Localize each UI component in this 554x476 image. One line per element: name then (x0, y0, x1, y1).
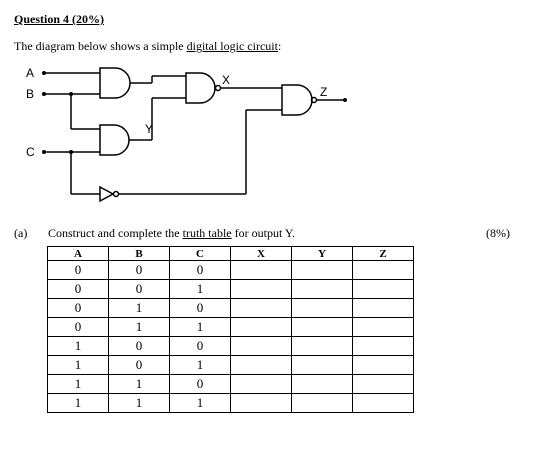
cell-a: 0 (47, 317, 109, 337)
cell-a: 1 (47, 336, 109, 356)
junction-c (69, 150, 73, 154)
nand-bubble (214, 84, 222, 92)
cell-x[interactable] (230, 336, 292, 356)
cell-a: 1 (47, 355, 109, 375)
cell-c: 0 (169, 374, 231, 394)
input-c-dot (42, 150, 46, 154)
header-b: B (108, 246, 170, 261)
input-a-dot (42, 71, 46, 75)
intro-link: digital logic circuit (186, 39, 278, 53)
intro-suffix: : (277, 39, 282, 53)
label-z: Z (320, 85, 327, 99)
output-z-dot (343, 98, 347, 102)
cell-z[interactable] (352, 298, 414, 318)
question-a-suffix: for output Y. (231, 226, 295, 240)
cell-y[interactable] (291, 279, 353, 299)
cell-y[interactable] (291, 260, 353, 280)
cell-c: 0 (169, 336, 231, 356)
question-heading: Question 4 (20%) (14, 12, 104, 26)
question-a-prefix: Construct and complete the (48, 226, 183, 240)
cell-a: 0 (47, 279, 109, 299)
intro-prefix: The diagram below shows a simple (14, 39, 187, 53)
question-a-marks: (8%) (486, 226, 510, 240)
cell-x[interactable] (230, 260, 292, 280)
label-x: X (222, 73, 230, 87)
question-a: (a) Construct and complete the truth tabl… (14, 226, 295, 241)
cell-x[interactable] (230, 317, 292, 337)
cell-c: 1 (169, 393, 231, 413)
question-a-part: (a) (14, 226, 28, 240)
and-gate-2 (99, 124, 130, 156)
cell-z[interactable] (352, 374, 414, 394)
cell-c: 1 (169, 279, 231, 299)
final-bubble (310, 96, 318, 104)
cell-y[interactable] (291, 336, 353, 356)
cell-b: 0 (108, 279, 170, 299)
cell-c: 1 (169, 355, 231, 375)
cell-x[interactable] (230, 298, 292, 318)
and-gate-1 (99, 67, 131, 99)
cell-z[interactable] (352, 393, 414, 413)
cell-b: 0 (108, 260, 170, 280)
header-z: Z (352, 246, 414, 261)
cell-c: 0 (169, 298, 231, 318)
logic-circuit-diagram: A B C X Y Z (26, 66, 347, 203)
cell-x[interactable] (230, 374, 292, 394)
label-c: C (26, 145, 35, 159)
cell-y[interactable] (291, 393, 353, 413)
question-a-link: truth table (182, 226, 232, 240)
cell-b: 1 (108, 393, 170, 413)
cell-a: 1 (47, 374, 109, 394)
cell-a: 0 (47, 298, 109, 318)
cell-y[interactable] (291, 355, 353, 375)
cell-b: 0 (108, 336, 170, 356)
cell-y[interactable] (291, 374, 353, 394)
cell-z[interactable] (352, 317, 414, 337)
header-a: A (47, 246, 109, 261)
cell-c: 1 (169, 317, 231, 337)
cell-z[interactable] (352, 355, 414, 375)
header-y: Y (291, 246, 353, 261)
cell-x[interactable] (230, 393, 292, 413)
input-b-dot (42, 92, 46, 96)
label-a: A (26, 66, 34, 80)
cell-a: 0 (47, 260, 109, 280)
cell-x[interactable] (230, 279, 292, 299)
label-b: B (26, 87, 34, 101)
nand-gate-final (281, 84, 313, 116)
cell-z[interactable] (352, 336, 414, 356)
nand-gate (185, 72, 216, 104)
cell-a: 1 (47, 393, 109, 413)
cell-c: 0 (169, 260, 231, 280)
cell-b: 1 (108, 374, 170, 394)
cell-x[interactable] (230, 355, 292, 375)
cell-y[interactable] (291, 317, 353, 337)
junction-b (69, 92, 73, 96)
cell-b: 1 (108, 317, 170, 337)
intro-text: The diagram below shows a simple digital… (14, 39, 281, 54)
cell-b: 1 (108, 298, 170, 318)
not-gate (99, 185, 115, 203)
cell-b: 0 (108, 355, 170, 375)
not-bubble (112, 190, 120, 198)
label-y: Y (145, 122, 153, 136)
cell-z[interactable] (352, 260, 414, 280)
header-x: X (230, 246, 292, 261)
cell-y[interactable] (291, 298, 353, 318)
cell-z[interactable] (352, 279, 414, 299)
header-c: C (169, 246, 231, 261)
truth-table-header-row: A B C X Y Z (47, 246, 414, 261)
